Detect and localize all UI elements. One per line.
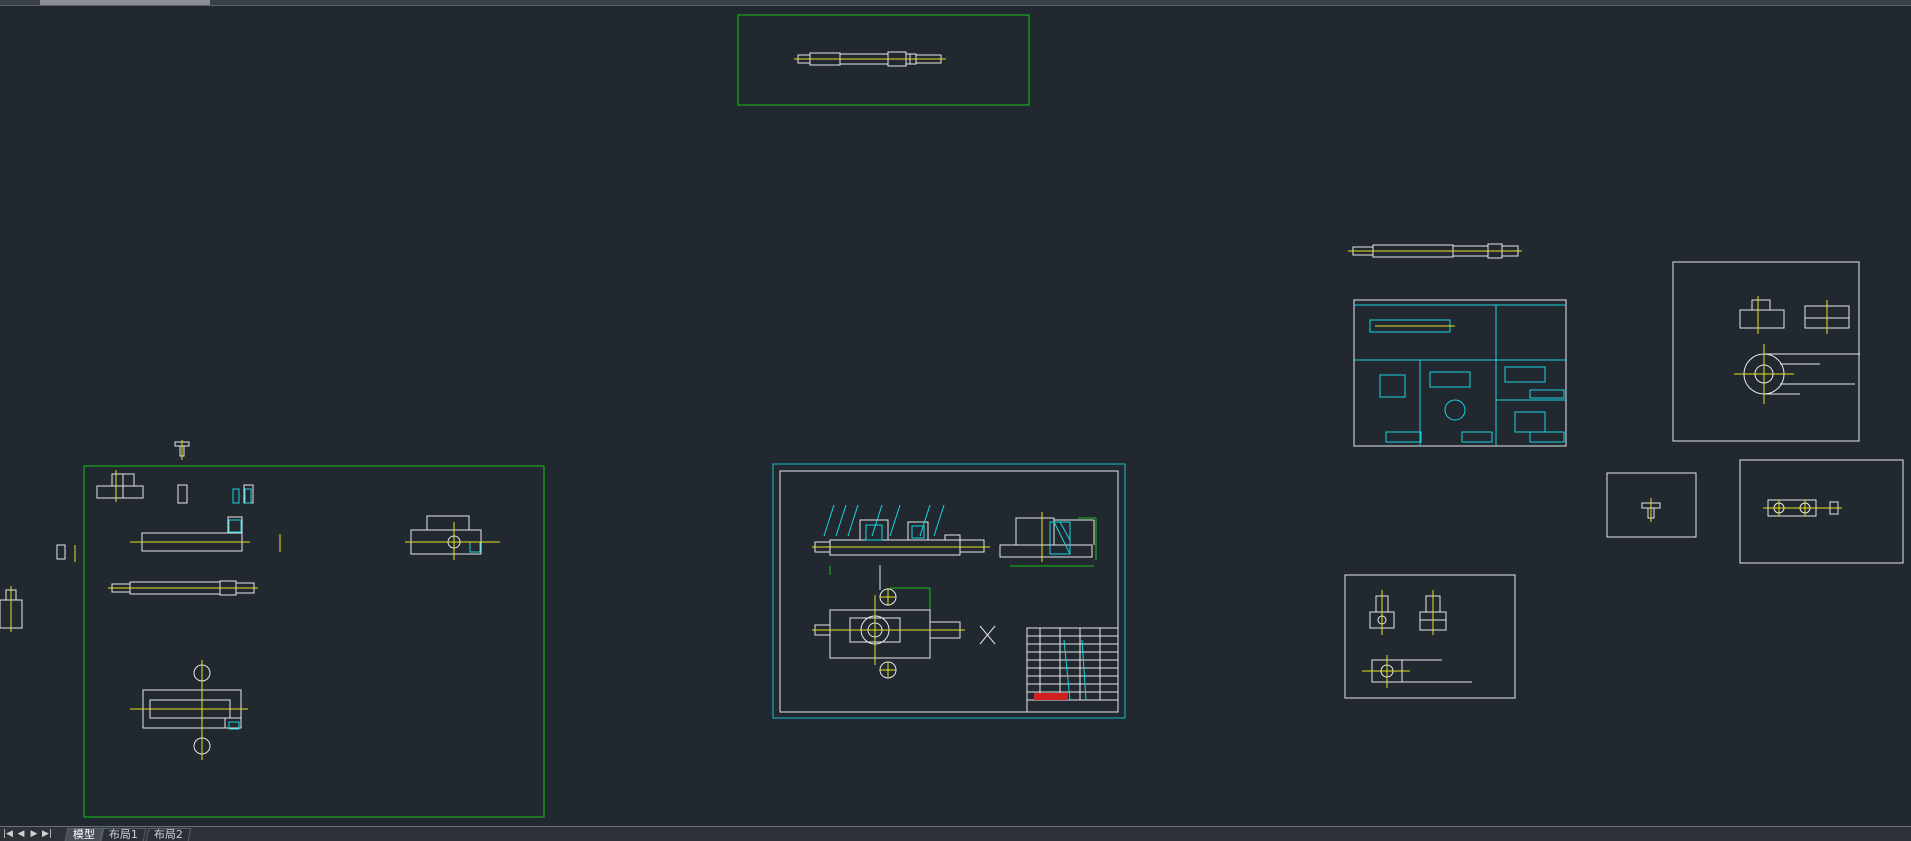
assembly-front-view	[814, 517, 1095, 558]
sheet-frame-support	[1344, 574, 1516, 699]
drawing-file-tab[interactable]	[40, 0, 210, 5]
title-block-name	[1034, 693, 1068, 700]
drawing-geometry	[0, 14, 1904, 818]
prev-tab-icon[interactable]: ◀	[17, 829, 25, 839]
tab-layout1-label: 布局1	[108, 828, 138, 841]
layout-tab-bar: |◀ ◀ ▶ ▶| 模型 布局1 布局2	[0, 826, 1911, 841]
model-space-canvas[interactable]	[0, 6, 1911, 826]
sheet-frame-top-shaft	[737, 14, 1030, 106]
assembly-top-view	[814, 565, 996, 679]
last-tab-icon[interactable]: ▶|	[42, 829, 52, 839]
assembly-sheet-outer	[772, 463, 1126, 719]
next-tab-icon[interactable]: ▶	[30, 829, 38, 839]
tab-layout1[interactable]: 布局1	[100, 828, 147, 841]
sheet-frame-parts	[83, 465, 545, 818]
sheet-frame-t-part	[1606, 472, 1697, 538]
tab-layout2-label: 布局2	[153, 828, 183, 841]
assembly-sheet-inner	[779, 470, 1119, 713]
sheet-frame-body	[1672, 261, 1860, 442]
drawing-tab-strip	[0, 0, 1911, 6]
tab-model[interactable]: 模型	[64, 828, 104, 841]
process-sheet	[1353, 299, 1567, 447]
tab-layout2[interactable]: 布局2	[145, 828, 192, 841]
sheet-frame-plate	[1739, 459, 1904, 564]
first-tab-icon[interactable]: |◀	[3, 829, 13, 839]
tab-model-label: 模型	[72, 828, 95, 841]
